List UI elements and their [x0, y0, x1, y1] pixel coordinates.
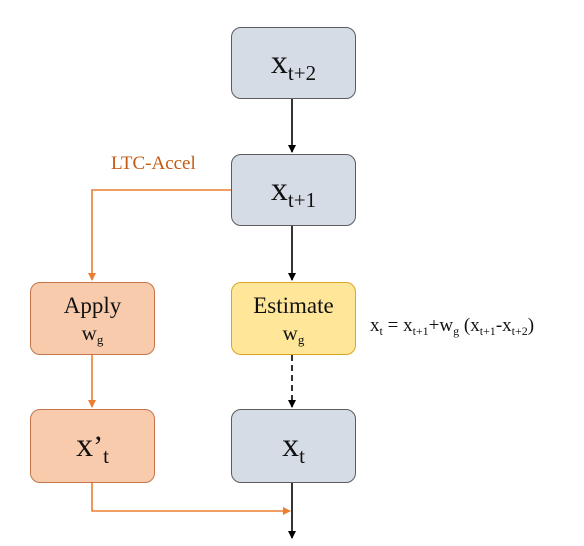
ltc-branch-connector	[88, 189, 231, 281]
node-x-t-plus-1: xt+1	[231, 154, 356, 226]
node-x-prime-t-label: x’t	[76, 427, 109, 468]
node-x-t-label: xt	[282, 427, 305, 468]
node-apply-wg: Apply wg	[30, 282, 155, 355]
estimate-weight: wg	[282, 320, 305, 347]
node-estimate-wg: Estimate wg	[231, 282, 356, 355]
node-x-t-plus-1-label: xt+1	[270, 171, 317, 212]
node-x-t: xt	[231, 409, 356, 483]
node-x-t-plus-2: xt+2	[231, 27, 356, 99]
merge-connector	[91, 483, 291, 515]
node-x-prime-t: x’t	[30, 409, 155, 483]
apply-title: Apply	[63, 292, 122, 318]
estimate-title: Estimate	[253, 292, 334, 318]
ltc-accel-label: LTC-Accel	[111, 153, 196, 174]
node-x-t-plus-2-label: xt+2	[270, 44, 317, 85]
apply-weight: wg	[81, 320, 104, 347]
update-formula: xt = xt+1+wg (xt+1-xt+2)	[370, 315, 535, 338]
